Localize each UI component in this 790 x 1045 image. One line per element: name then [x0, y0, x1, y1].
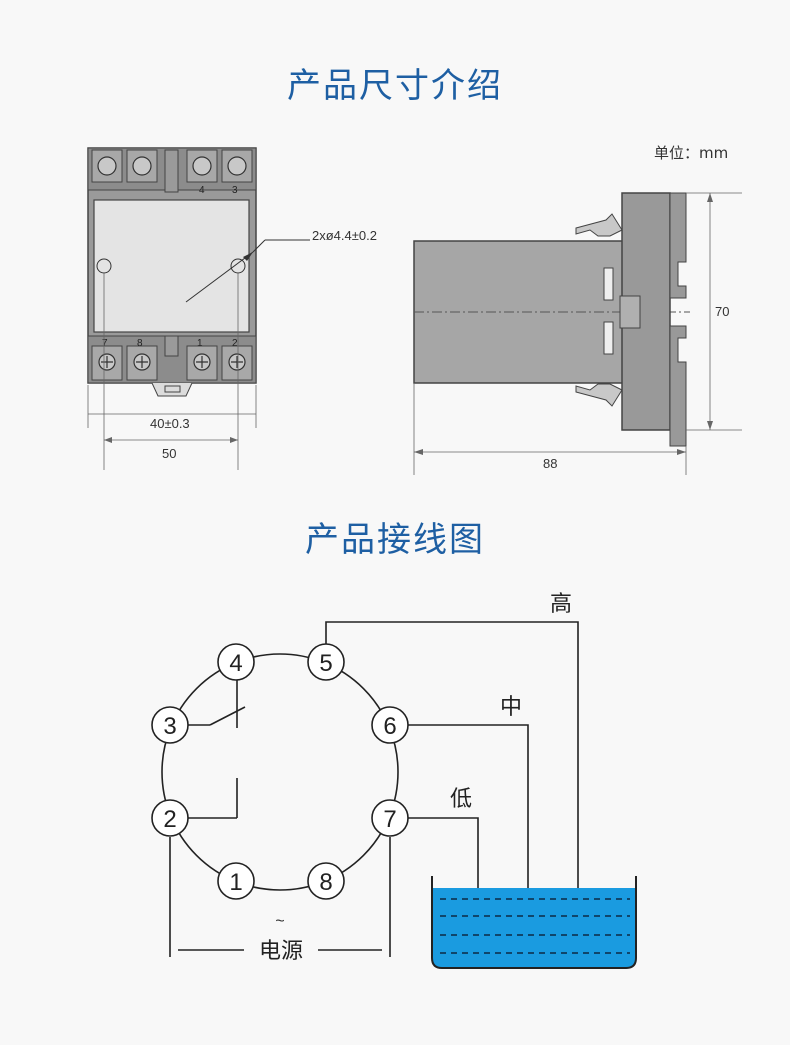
- node-7: 7: [383, 806, 396, 833]
- top-terminal-4: 4: [199, 185, 205, 196]
- bottom-terminal-8: 8: [137, 338, 143, 349]
- top-terminal-3: 3: [232, 185, 238, 196]
- width-label: 50: [162, 446, 176, 461]
- node-3: 3: [163, 713, 176, 740]
- height-label: 70: [715, 304, 729, 319]
- node-5: 5: [319, 650, 332, 677]
- front-view: 4 3 7 8 1 2 2xø4.4±0.2: [87, 147, 377, 470]
- wiring-diagram: [161, 621, 579, 958]
- mount-spacing-label: 40±0.3: [150, 416, 190, 431]
- relay-ring: [161, 653, 399, 891]
- node-4: 4: [229, 650, 242, 677]
- dimensions-title: 产品尺寸介绍: [287, 66, 503, 106]
- wiring-nodes: 1 2 3 4 5 6 7 8: [151, 643, 409, 900]
- node-6: 6: [383, 713, 396, 740]
- level-mid-label: 中: [500, 695, 522, 720]
- power-label: 电源: [259, 939, 303, 964]
- unit-label: 单位：mm: [654, 144, 729, 162]
- power-ac-symbol: ~: [275, 913, 284, 930]
- level-low-label: 低: [450, 787, 472, 812]
- side-view: 70 88: [413, 192, 742, 475]
- level-high-label: 高: [550, 592, 572, 617]
- node-1: 1: [229, 869, 242, 896]
- hole-spec-label: 2xø4.4±0.2: [312, 228, 377, 243]
- node-2: 2: [163, 806, 176, 833]
- bottom-terminal-7: 7: [102, 338, 108, 349]
- wiring-title: 产品接线图: [305, 520, 485, 560]
- water-tank: [431, 876, 637, 969]
- bottom-terminal-2: 2: [232, 338, 238, 349]
- bottom-terminal-1: 1: [197, 338, 203, 349]
- node-8: 8: [319, 869, 332, 896]
- depth-label: 88: [543, 456, 557, 471]
